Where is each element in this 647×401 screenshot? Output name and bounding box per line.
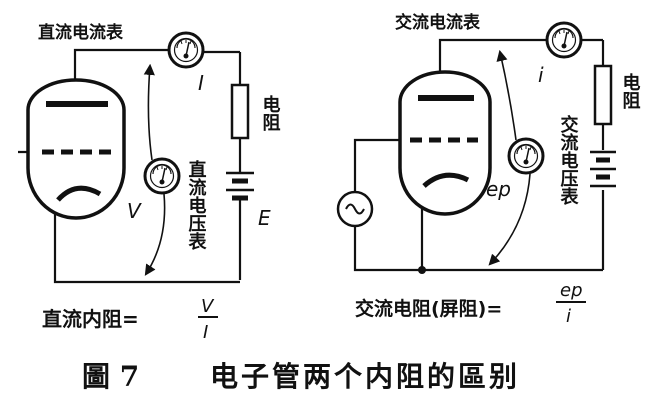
right-voltmeter-lead-bottom (488, 173, 531, 266)
right-tube-cathode (422, 172, 470, 188)
right-formula-numerator: ep (560, 280, 583, 301)
right-formula-denominator: i (566, 306, 571, 327)
left-resistor-label: 电阻 (260, 94, 281, 131)
left-formula-denominator: I (203, 322, 208, 343)
left-voltmeter-icon (143, 157, 181, 195)
right-circuit: 交流电流表 i 电阻 交流电压表 ep 交流电阻(屏阻)= ep i (336, 12, 641, 327)
left-ammeter-title: 直流电流表 (38, 22, 124, 43)
right-current-symbol: i (538, 63, 544, 87)
figure-number: 圖 7 (82, 360, 139, 393)
left-battery-symbol: E (258, 206, 271, 230)
right-junction-dot (418, 266, 426, 274)
right-battery-icon (590, 150, 616, 188)
right-resistor (593, 64, 613, 126)
right-voltmeter-icon (507, 137, 545, 175)
left-voltmeter-lead-top (143, 63, 155, 161)
left-vacuum-tube (26, 78, 126, 220)
left-tube-cathode (56, 185, 102, 202)
left-ammeter-icon (167, 31, 205, 69)
right-vacuum-tube (398, 70, 492, 216)
right-resistor-label: 电阻 (620, 72, 641, 109)
right-formula-prefix: 交流电阻(屏阻)= (355, 297, 502, 320)
right-ammeter-title: 交流电流表 (395, 12, 481, 33)
right-voltmeter-lead-top (496, 49, 517, 141)
left-circuit: 直流电流表 I 电阻 E 直流电压表 V 直流内阻= V I (18, 22, 281, 343)
left-voltage-symbol: V (127, 199, 142, 223)
left-wiring (18, 48, 242, 284)
left-battery-icon (226, 171, 254, 201)
ac-source-icon (336, 190, 374, 228)
left-current-symbol: I (198, 71, 204, 95)
right-voltage-symbol: ep (486, 177, 511, 201)
left-resistor (230, 83, 250, 140)
left-formula-prefix: 直流内阻= (42, 307, 139, 331)
right-ammeter-icon (545, 21, 583, 59)
left-voltmeter-label: 直流电压表 (186, 159, 207, 251)
left-formula-numerator: V (201, 296, 215, 317)
figure-caption: 电子管两个内阻的區别 (210, 360, 520, 393)
left-voltmeter-lead-bottom (144, 193, 166, 276)
right-voltmeter-label: 交流电压表 (558, 114, 579, 206)
